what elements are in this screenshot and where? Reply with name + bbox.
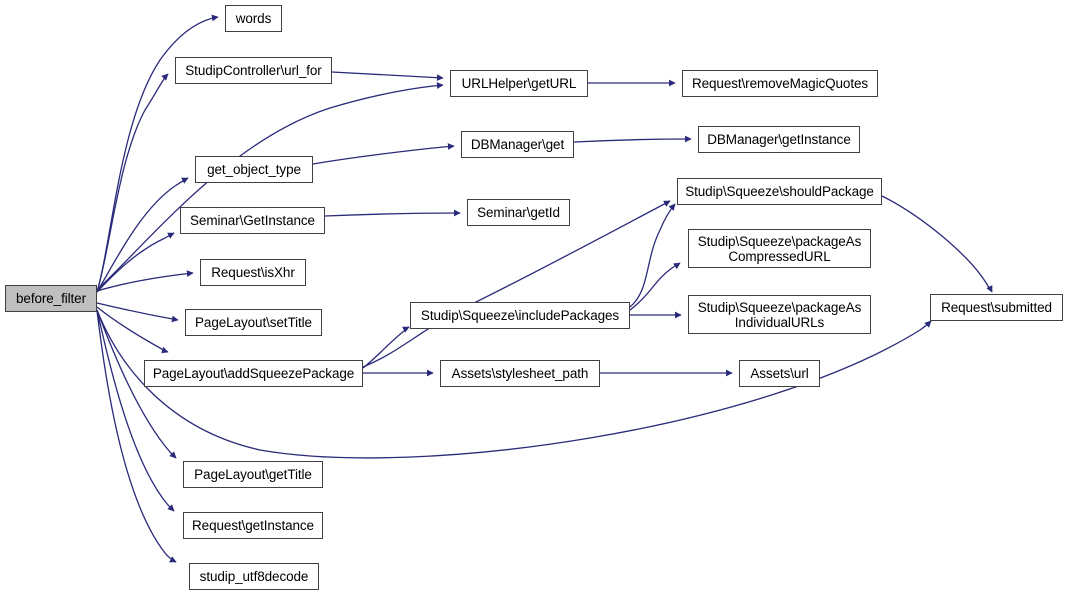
graph-node-label: Studip\Squeeze\packageAs CompressedURL <box>697 233 862 264</box>
graph-node-seminar_getid[interactable]: Seminar\getId <box>467 199 570 226</box>
graph-node-get_object_type[interactable]: get_object_type <box>195 156 313 183</box>
edge-before_filter-to-addsqueezepackage <box>96 306 169 354</box>
graph-node-label: before_filter <box>16 291 86 306</box>
graph-node-label: PageLayout\addSqueezePackage <box>152 366 355 381</box>
graph-node-dbmanager_getinstance[interactable]: DBManager\getInstance <box>698 126 860 153</box>
graph-node-words[interactable]: words <box>225 5 282 32</box>
graph-node-label: words <box>235 11 272 26</box>
graph-node-packageascompressedurl[interactable]: Studip\Squeeze\packageAs CompressedURL <box>688 229 871 268</box>
graph-node-label: Seminar\GetInstance <box>190 213 315 228</box>
graph-node-request_isxhr[interactable]: Request\isXhr <box>200 259 306 286</box>
graph-node-pagelayout_gettitle[interactable]: PageLayout\getTitle <box>183 461 323 488</box>
edge-addsqueezepackage-to-includepackages <box>362 326 410 369</box>
graph-node-dbmanager_get[interactable]: DBManager\get <box>461 131 574 158</box>
edge-before_filter-to-get_object_type <box>96 177 189 293</box>
edge-before_filter-to-request_isxhr <box>96 270 194 292</box>
graph-node-label: Request\submitted <box>941 300 1052 315</box>
graph-node-label: URLHelper\getURL <box>461 76 577 91</box>
graph-node-label: Assets\url <box>750 366 809 381</box>
graph-node-before_filter[interactable]: before_filter <box>5 285 97 312</box>
graph-node-pagelayout_settitle[interactable]: PageLayout\setTitle <box>185 309 322 336</box>
graph-node-label: Assets\stylesheet_path <box>451 366 589 381</box>
graph-node-label: Studip\Squeeze\packageAs IndividualURLs <box>697 299 862 330</box>
edge-before_filter-to-studip_utf8decode <box>96 310 177 563</box>
graph-node-label: PageLayout\getTitle <box>194 467 312 482</box>
graph-node-removemagicquotes[interactable]: Request\removeMagicQuotes <box>682 70 878 97</box>
edge-before_filter-to-url_for <box>96 73 169 293</box>
graph-node-studip_utf8decode[interactable]: studip_utf8decode <box>189 563 319 590</box>
edge-shouldpackage-to-request_submitted <box>881 195 993 293</box>
graph-node-shouldpackage[interactable]: Studip\Squeeze\shouldPackage <box>677 178 882 205</box>
edge-includepackages-to-packageascompressedurl <box>629 262 681 311</box>
edge-before_filter-to-seminar_getinstance <box>96 232 175 293</box>
graph-node-label: Studip\Squeeze\includePackages <box>420 308 620 323</box>
graph-node-assets_url[interactable]: Assets\url <box>739 360 820 387</box>
edge-seminar_getinstance-to-seminar_getid <box>324 209 461 217</box>
graph-node-label: get_object_type <box>207 162 301 177</box>
graph-node-label: Studip\Squeeze\shouldPackage <box>685 184 874 199</box>
graph-node-label: Seminar\getId <box>477 205 560 220</box>
graph-node-url_for[interactable]: StudipController\url_for <box>175 57 332 84</box>
graph-node-label: studip_utf8decode <box>199 569 309 584</box>
graph-node-label: Request\removeMagicQuotes <box>691 76 869 91</box>
graph-node-label: Request\isXhr <box>211 265 295 280</box>
graph-node-includepackages[interactable]: Studip\Squeeze\includePackages <box>410 302 630 329</box>
edge-before_filter-to-pagelayout_settitle <box>96 302 179 323</box>
edge-dbmanager_get-to-dbmanager_getinstance <box>573 135 692 143</box>
graph-node-addsqueezepackage[interactable]: PageLayout\addSqueezePackage <box>144 360 363 387</box>
graph-node-packageasindividualurls[interactable]: Studip\Squeeze\packageAs IndividualURLs <box>688 295 871 334</box>
edge-before_filter-to-request_getinstance <box>96 309 175 512</box>
graph-node-label: DBManager\get <box>470 137 565 152</box>
graph-node-request_getinstance[interactable]: Request\getInstance <box>183 512 323 539</box>
graph-node-assets_stylesheet_path[interactable]: Assets\stylesheet_path <box>440 360 600 387</box>
edge-includepackages-to-shouldpackage <box>629 203 676 308</box>
graph-node-label: StudipController\url_for <box>185 63 322 78</box>
graph-node-seminar_getinstance[interactable]: Seminar\GetInstance <box>180 207 325 234</box>
graph-node-label: PageLayout\setTitle <box>195 315 312 330</box>
edge-get_object_type-to-dbmanager_get <box>312 143 455 165</box>
graph-node-urlhelper_geturl[interactable]: URLHelper\getURL <box>450 70 588 97</box>
edge-url_for-to-urlhelper_geturl <box>331 71 444 82</box>
graph-node-label: DBManager\getInstance <box>707 132 851 147</box>
graph-node-label: Request\getInstance <box>192 518 314 533</box>
graph-node-request_submitted[interactable]: Request\submitted <box>930 294 1063 321</box>
